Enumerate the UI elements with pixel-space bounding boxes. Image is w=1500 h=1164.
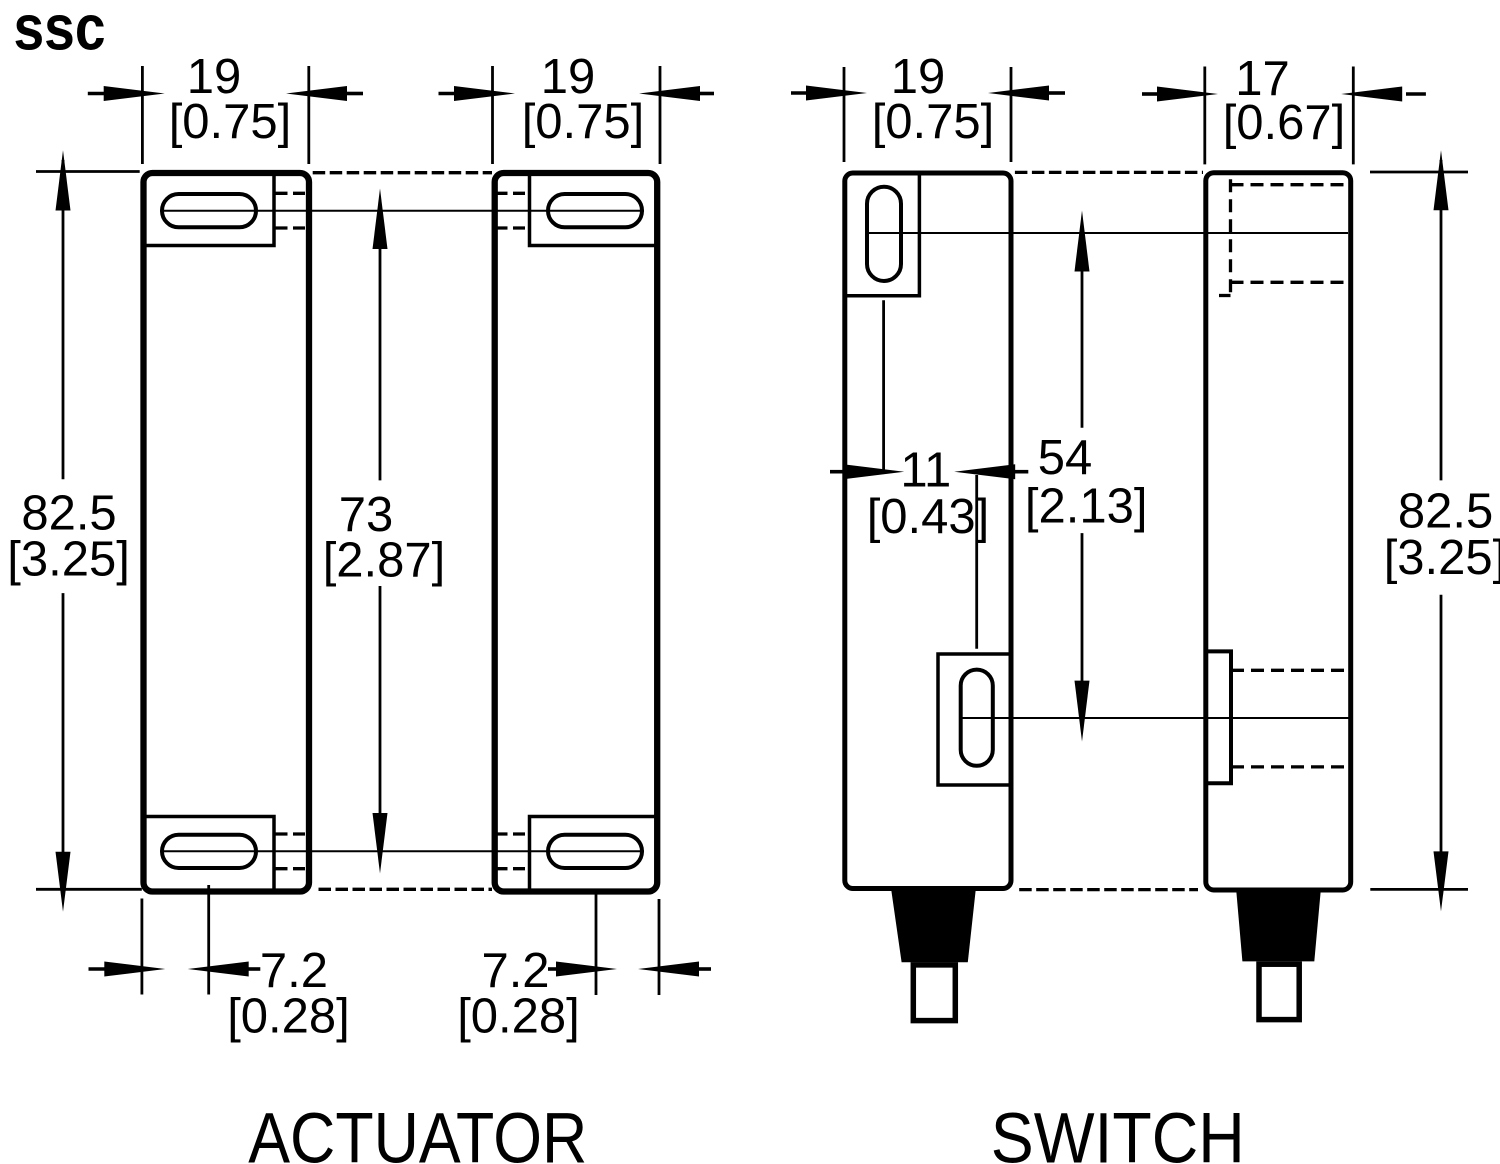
- svg-text:[0.75]: [0.75]: [522, 95, 645, 149]
- svg-text:82.5: 82.5: [21, 487, 116, 541]
- svg-text:73: 73: [339, 488, 394, 542]
- svg-text:[0.28]: [0.28]: [457, 990, 580, 1044]
- svg-text:7.2: 7.2: [481, 944, 549, 998]
- svg-text:[2.13]: [2.13]: [1025, 480, 1148, 534]
- svg-text:[0.75]: [0.75]: [872, 95, 995, 149]
- svg-text:19: 19: [891, 50, 946, 104]
- svg-text:19: 19: [541, 50, 596, 104]
- svg-text:17: 17: [1235, 52, 1290, 106]
- svg-text:SWITCH: SWITCH: [991, 1100, 1245, 1164]
- svg-text:ACTUATOR: ACTUATOR: [248, 1100, 587, 1164]
- svg-text:54: 54: [1038, 431, 1093, 485]
- svg-text:7.2: 7.2: [260, 944, 328, 998]
- svg-text:[3.25]: [3.25]: [1384, 531, 1500, 585]
- svg-text:11: 11: [900, 444, 951, 498]
- svg-text:82.5: 82.5: [1398, 485, 1493, 539]
- svg-text:[0.75]: [0.75]: [169, 95, 292, 149]
- svg-text:[0.28]: [0.28]: [227, 990, 350, 1044]
- svg-text:[2.87]: [2.87]: [323, 534, 446, 588]
- svg-text:ssc: ssc: [14, 0, 106, 64]
- svg-text:19: 19: [187, 50, 242, 104]
- svg-text:[3.25]: [3.25]: [7, 533, 130, 587]
- svg-text:[0.67]: [0.67]: [1223, 96, 1346, 150]
- svg-text:[0.43]: [0.43]: [867, 490, 990, 544]
